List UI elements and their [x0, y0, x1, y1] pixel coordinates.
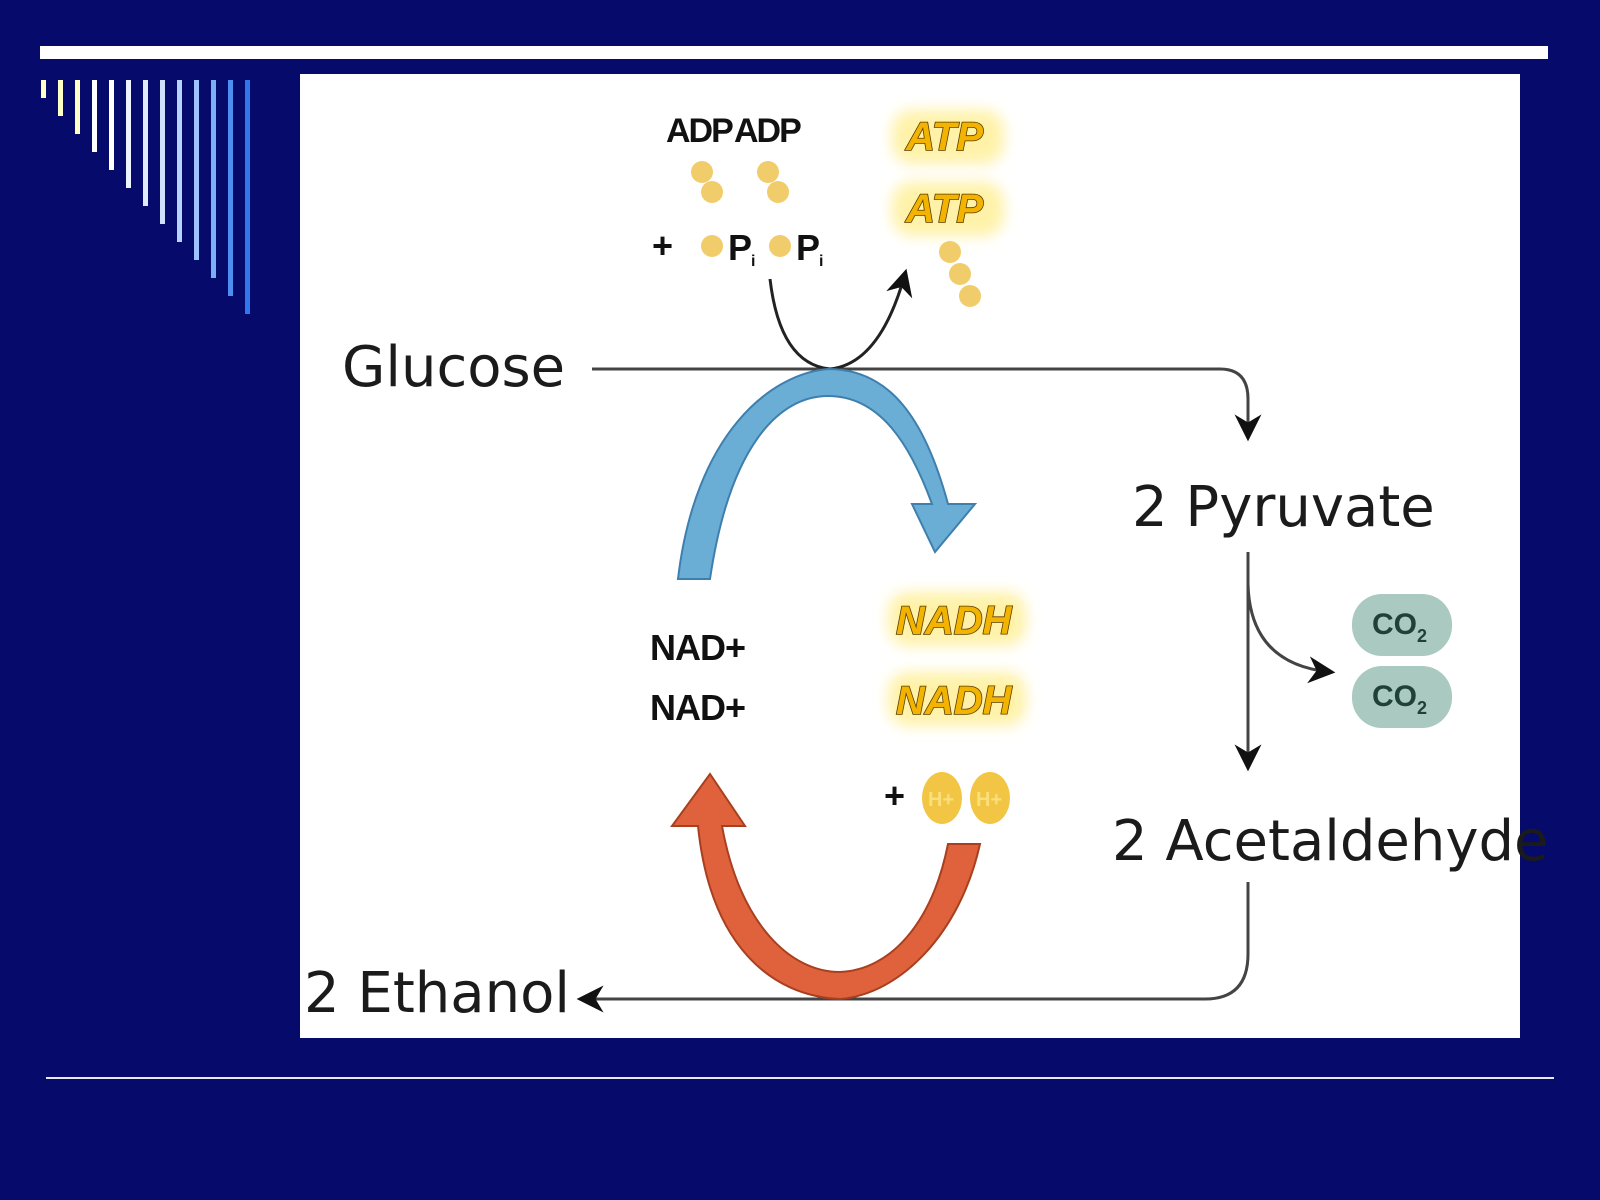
co2-bubble-1	[1352, 594, 1452, 656]
co2-bubble-2	[1352, 666, 1452, 728]
corner-bar	[75, 80, 80, 134]
corner-bar	[92, 80, 97, 152]
glucose-to-pyruvate-line	[592, 367, 1262, 442]
plus-bottom-label: +	[884, 775, 904, 816]
nad-to-nadh-arrow	[676, 367, 978, 580]
plus-top-label: +	[652, 225, 672, 266]
atp-label-2: ATP	[905, 187, 983, 231]
bottom-rule	[46, 1077, 1554, 1079]
hydrogen-ion-beads	[922, 772, 1010, 824]
ethanol-label: 2 Ethanol	[304, 961, 570, 1026]
corner-bar	[211, 80, 216, 278]
corner-bar	[143, 80, 148, 206]
adp-label-2: ADP	[734, 112, 801, 150]
pyruvate-to-co2-arrow	[1246, 583, 1336, 684]
atp-phosphate-beads	[939, 241, 981, 307]
glucose-label: Glucose	[342, 335, 565, 400]
corner-bar	[58, 80, 63, 116]
corner-bar	[177, 80, 182, 242]
adp-phosphate-beads	[691, 161, 791, 257]
nadh-glow	[888, 592, 1026, 726]
fermentation-diagram: Glucose 2 Pyruvate 2 Acetaldehyde 2 Etha…	[304, 110, 1548, 1026]
pi-label-2: Pi	[796, 227, 823, 270]
nadh-to-nad-arrow	[670, 772, 982, 1001]
corner-bar	[245, 80, 250, 314]
nadh-label-2: NADH	[896, 679, 1013, 723]
acetaldehyde-to-ethanol-line	[576, 882, 1250, 1013]
atp-glow	[892, 110, 1004, 236]
pi-label-1: Pi	[728, 227, 755, 270]
corner-bar-decoration	[41, 80, 250, 314]
acetaldehyde-label: 2 Acetaldehyde	[1112, 809, 1548, 874]
corner-bar	[160, 80, 165, 224]
corner-bar	[41, 80, 46, 98]
co2-label-2: CO2	[1372, 680, 1427, 718]
nad-label-1: NAD+	[650, 627, 745, 668]
adp-to-atp-arrow	[768, 268, 913, 371]
top-rule	[40, 46, 1548, 59]
nad-label-2: NAD+	[650, 687, 745, 728]
adp-label-1: ADP	[666, 112, 733, 150]
pyruvate-label: 2 Pyruvate	[1132, 475, 1435, 540]
atp-label-1: ATP	[905, 115, 983, 159]
co2-label-1: CO2	[1372, 608, 1427, 646]
corner-bar	[126, 80, 131, 188]
nadh-label-1: NADH	[896, 599, 1013, 643]
fermentation-diagram-panel: Glucose 2 Pyruvate 2 Acetaldehyde 2 Etha…	[300, 74, 1548, 1038]
corner-bar	[228, 80, 233, 296]
corner-bar	[194, 80, 199, 260]
corner-bar	[109, 80, 114, 170]
h-ion-label-1: H+	[928, 789, 954, 811]
h-ion-label-2: H+	[976, 789, 1002, 811]
